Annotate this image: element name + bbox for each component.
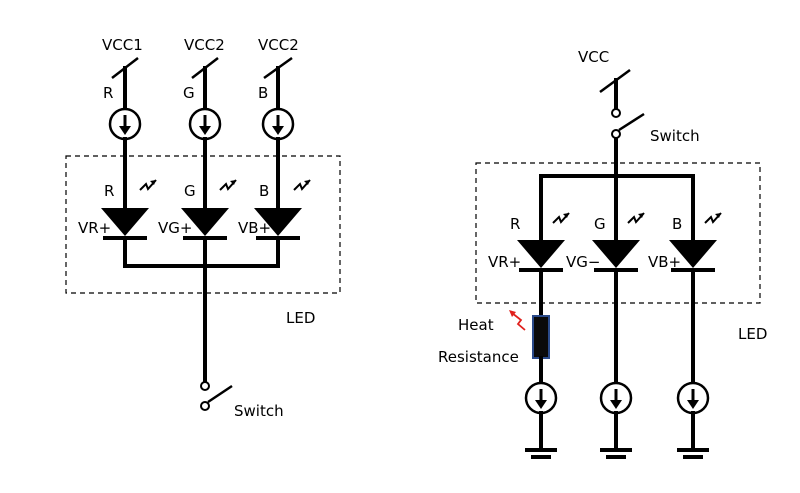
- left-led-label: LED: [286, 309, 315, 327]
- switch-contact: [200, 401, 210, 411]
- left-diode-channel-r: R: [104, 182, 114, 200]
- ground-icon: [523, 448, 559, 459]
- light-emission-icon: [139, 179, 157, 191]
- heat-resistor: [532, 315, 550, 359]
- left-diode-label-vb: VB+: [238, 219, 271, 237]
- right-diode-label-vg: VG−: [566, 253, 600, 271]
- left-supply-label-1: VCC1: [102, 36, 143, 54]
- switch-contact: [611, 108, 621, 118]
- led-package-box: [475, 162, 761, 304]
- right-diode-channel-r: R: [510, 215, 520, 233]
- light-emission-icon: [552, 212, 570, 224]
- current-source-icon: [261, 107, 295, 141]
- switch-contact: [200, 381, 210, 391]
- right-led-label: LED: [738, 325, 767, 343]
- left-diode-channel-b: B: [259, 182, 269, 200]
- right-diode-label-vr: VR+: [488, 253, 521, 271]
- switch-lever: [618, 112, 645, 132]
- ground-icon: [598, 448, 634, 459]
- current-source-icon: [676, 381, 710, 415]
- current-source-icon: [599, 381, 633, 415]
- right-diode-channel-b: B: [672, 215, 682, 233]
- light-emission-icon: [704, 212, 722, 224]
- left-supply-label-3: VCC2: [258, 36, 299, 54]
- left-switch-label: Switch: [234, 402, 284, 420]
- resistance-label: Resistance: [438, 348, 519, 366]
- heat-arrow-icon: [509, 310, 526, 331]
- left-diode-label-vg: VG+: [158, 219, 192, 237]
- right-switch-label: Switch: [650, 127, 700, 145]
- right-circuit: VCC Switch LED R G B VR+ VG− VB+: [438, 48, 767, 459]
- left-supply-channel-b: B: [258, 84, 268, 102]
- heat-label: Heat: [458, 316, 494, 334]
- current-source-icon: [108, 107, 142, 141]
- left-diode-channel-g: G: [184, 182, 196, 200]
- left-circuit: VCC1 VCC2 VCC2 R G B LED R G B: [65, 36, 341, 420]
- switch-lever: [207, 384, 233, 404]
- light-emission-icon: [219, 179, 237, 191]
- led-diode-icon: [515, 238, 567, 272]
- right-diode-label-vb: VB+: [648, 253, 681, 271]
- left-diode-label-vr: VR+: [78, 219, 111, 237]
- right-diode-channel-g: G: [594, 215, 606, 233]
- ground-icon: [675, 448, 711, 459]
- left-supply-label-2: VCC2: [184, 36, 225, 54]
- led-package-box: [65, 155, 341, 294]
- left-supply-channel-g: G: [183, 84, 195, 102]
- current-source-icon: [188, 107, 222, 141]
- left-supply-channel-r: R: [103, 84, 113, 102]
- switch-contact: [611, 129, 621, 139]
- current-source-icon: [524, 381, 558, 415]
- light-emission-icon: [627, 212, 645, 224]
- right-supply-label: VCC: [578, 48, 609, 66]
- light-emission-icon: [293, 179, 311, 191]
